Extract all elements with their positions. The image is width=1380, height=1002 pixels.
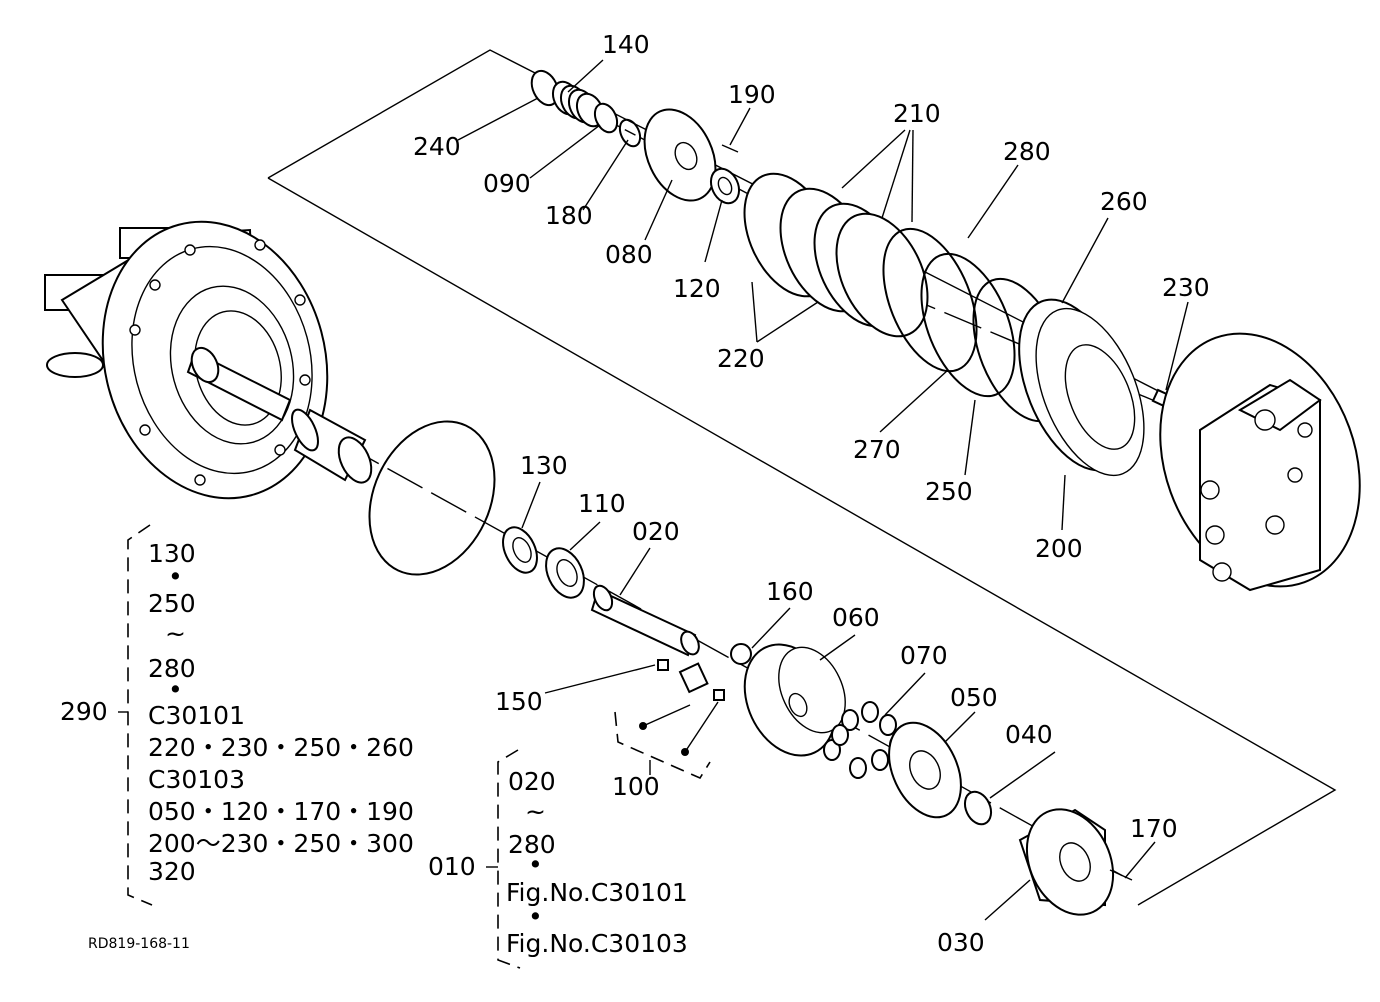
snap-ring-180 — [618, 118, 642, 148]
callout-170: 170 — [1130, 814, 1178, 843]
ball-160 — [730, 643, 752, 665]
kit-290-label: 290 — [60, 697, 108, 726]
kit-290-line: ~ — [165, 619, 186, 648]
pin-190 — [721, 144, 739, 153]
callout-090: 090 — [483, 169, 531, 198]
callout-080: 080 — [605, 240, 653, 269]
callout-280: 280 — [1003, 137, 1051, 166]
kit-010-line: 020 — [508, 767, 556, 796]
drawing-reference-code: RD819-168-11 — [88, 936, 190, 952]
output-spline-shaft — [186, 346, 292, 422]
assembly-outline — [267, 49, 1337, 906]
callout-160: 160 — [766, 577, 814, 606]
ring-090 — [593, 102, 619, 134]
retainer-plate-050 — [888, 721, 962, 819]
callout-110: 110 — [578, 489, 626, 518]
kit-010-line: 280 — [508, 830, 556, 859]
brake-piston-200 — [1018, 298, 1145, 477]
callout-260: 260 — [1100, 187, 1148, 216]
plug-150 — [657, 659, 669, 671]
bearing-120 — [709, 167, 741, 205]
callout-020: 020 — [632, 517, 680, 546]
callout-230: 230 — [1162, 273, 1210, 302]
kit-010-line: Fig.No.C30101 — [506, 878, 688, 907]
kit-290-line: • — [168, 675, 183, 704]
callout-070: 070 — [900, 641, 948, 670]
friction-plates — [743, 172, 929, 338]
shaft-020 — [590, 584, 700, 657]
callout-120: 120 — [673, 274, 721, 303]
callout-270: 270 — [853, 435, 901, 464]
kit-010-label: 010 — [428, 852, 476, 881]
kit-290-line: 130 — [148, 539, 196, 568]
callout-240: 240 — [413, 132, 461, 161]
kit-100-bracket — [614, 701, 719, 780]
callout-130: 130 — [520, 451, 568, 480]
spherical-bushing-040 — [963, 790, 993, 826]
pistons-070 — [823, 701, 907, 779]
ring-240 — [530, 69, 560, 107]
callout-150: 150 — [495, 687, 543, 716]
oil-seal-130 — [502, 526, 538, 574]
pin-170 — [1109, 869, 1133, 881]
leader-lines — [457, 59, 1189, 921]
callout-190: 190 — [728, 80, 776, 109]
kit-290-line: 200～230・250・300 — [148, 829, 414, 858]
kit-010-line: ~ — [525, 797, 546, 826]
swash-plate-060 — [743, 643, 846, 757]
kit-010-line: Fig.No.C30103 — [506, 929, 688, 958]
cylinder-block-030 — [1018, 808, 1115, 916]
kit-290-line: C30101 — [148, 701, 245, 730]
kit-010: 010 020 ~ 280 • Fig.No.C30101 • Fig.No.C… — [428, 749, 688, 969]
callout-220: 220 — [717, 344, 765, 373]
callout-040: 040 — [1005, 720, 1053, 749]
large-o-ring — [368, 420, 496, 576]
bearing-110 — [545, 547, 585, 599]
spline-coupling — [291, 408, 373, 484]
callout-200: 200 — [1035, 534, 1083, 563]
plate-080 — [643, 108, 717, 202]
callout-060: 060 — [832, 603, 880, 632]
callout-140: 140 — [602, 30, 650, 59]
callout-050: 050 — [950, 683, 998, 712]
callouts: 140 240 090 180 080 190 120 210 220 280 … — [413, 30, 1210, 957]
kit-290-line: 050・120・170・190 — [148, 797, 414, 826]
callout-100: 100 — [612, 772, 660, 801]
kit-290: 290 130 • 250 ~ 280 • C30101 220・230・250… — [60, 524, 414, 906]
rear-flange-valve-block — [1159, 332, 1361, 592]
kit-010-line: • — [528, 850, 543, 879]
kit-290-line: 220・230・250・260 — [148, 733, 414, 762]
callout-210: 210 — [893, 99, 941, 128]
kit-290-line: • — [168, 562, 183, 591]
kit-290-line: C30103 — [148, 765, 245, 794]
callout-180: 180 — [545, 201, 593, 230]
piston-100 — [678, 662, 725, 701]
kit-010-line: • — [528, 902, 543, 931]
kit-290-line: 280 — [148, 654, 196, 683]
callout-250: 250 — [925, 477, 973, 506]
kit-290-line: 250 — [148, 589, 196, 618]
callout-030: 030 — [937, 928, 985, 957]
kit-290-line: 320 — [148, 857, 196, 886]
